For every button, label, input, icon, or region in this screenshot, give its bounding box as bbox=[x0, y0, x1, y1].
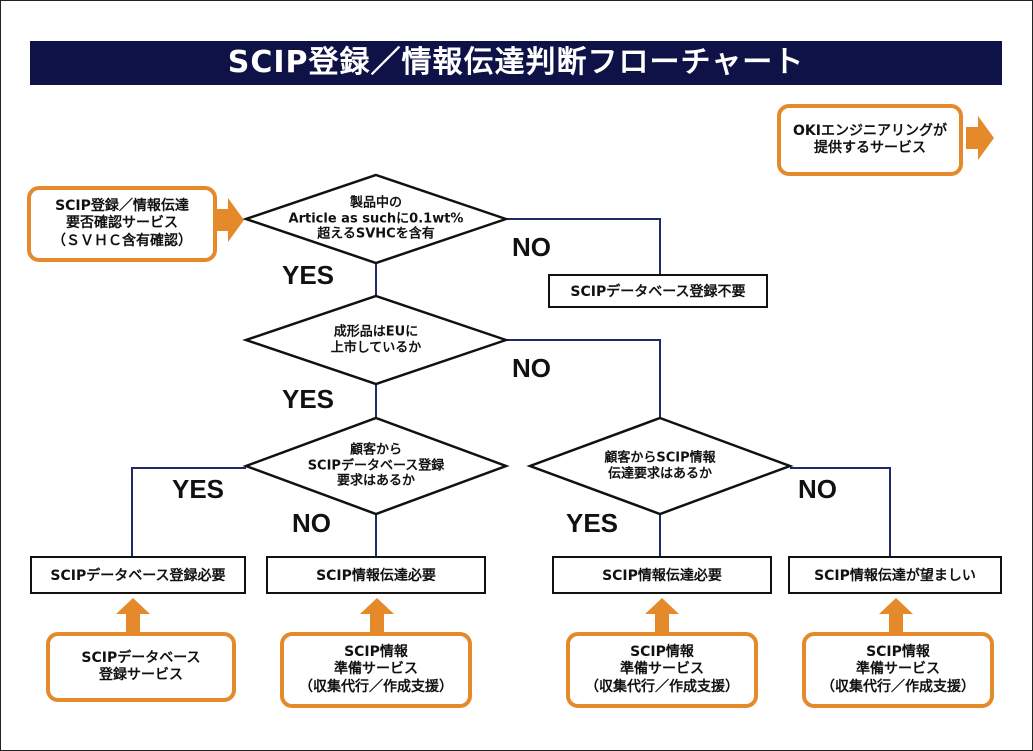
connector-d4-no bbox=[790, 467, 891, 556]
service-db-registration-text: SCIPデータベース 登録サービス bbox=[81, 649, 201, 684]
label-yes-2: YES bbox=[282, 384, 335, 414]
service-db-registration: SCIPデータベース 登録サービス bbox=[46, 632, 236, 702]
decision-d1-shape bbox=[242, 173, 510, 265]
service-info-prep-2: SCIP情報 準備サービス （収集代行／作成支援） bbox=[566, 632, 758, 708]
outcome-info-required-1: SCIP情報伝達必要 bbox=[266, 556, 486, 594]
service-info-prep-1-text: SCIP情報 準備サービス （収集代行／作成支援） bbox=[299, 643, 453, 695]
decision-d2-shape bbox=[242, 294, 510, 386]
outcome-info-desirable: SCIP情報伝達が望ましい bbox=[788, 556, 1002, 594]
page-title: SCIP登録／情報伝達判断フローチャート bbox=[30, 41, 1002, 85]
service-info-prep-2-text: SCIP情報 準備サービス （収集代行／作成支援） bbox=[585, 643, 739, 695]
entry-service-text: SCIP登録／情報伝達 要否確認サービス （ＳＶＨＣ含有確認） bbox=[52, 197, 192, 249]
decision-d1-text: 製品中の Article as suchに0.1wt% 超えるSVHCを含有 bbox=[288, 195, 464, 242]
up-arrow-icon-3 bbox=[645, 598, 679, 632]
legend-text: OKIエンジニアリングが 提供するサービス bbox=[793, 122, 947, 157]
service-info-prep-3: SCIP情報 準備サービス （収集代行／作成支援） bbox=[802, 632, 994, 708]
legend-service-box: OKIエンジニアリングが 提供するサービス bbox=[777, 104, 963, 176]
decision-d3-shape bbox=[242, 416, 510, 516]
outcome-info-required-2: SCIP情報伝達必要 bbox=[552, 556, 772, 594]
connector-d3-yes bbox=[131, 467, 246, 556]
label-yes-1: YES bbox=[282, 260, 335, 290]
entry-service-box: SCIP登録／情報伝達 要否確認サービス （ＳＶＨＣ含有確認） bbox=[27, 186, 217, 262]
label-no-1: NO bbox=[512, 232, 551, 262]
connector-d2-no bbox=[506, 339, 661, 418]
label-no-3: NO bbox=[292, 508, 331, 538]
decision-d3-text: 顧客から SCIPデータベース登録 要求はあるか bbox=[307, 442, 445, 489]
service-info-prep-1: SCIP情報 準備サービス （収集代行／作成支援） bbox=[280, 632, 472, 708]
up-arrow-icon-2 bbox=[360, 598, 394, 632]
service-info-prep-3-text: SCIP情報 準備サービス （収集代行／作成支援） bbox=[821, 643, 975, 695]
label-no-2: NO bbox=[512, 353, 551, 383]
legend-arrow-icon bbox=[966, 116, 994, 160]
up-arrow-icon-4 bbox=[879, 598, 913, 632]
label-yes-3: YES bbox=[172, 474, 225, 504]
outcome-none: SCIPデータベース登録不要 bbox=[548, 274, 768, 308]
outcome-db-required: SCIPデータベース登録必要 bbox=[30, 556, 246, 594]
connector-d1-no bbox=[506, 218, 661, 274]
up-arrow-icon-1 bbox=[116, 598, 150, 632]
label-yes-4: YES bbox=[566, 508, 619, 538]
label-no-4: NO bbox=[798, 474, 837, 504]
entry-arrow-icon bbox=[216, 198, 244, 242]
decision-d2-text: 成形品はEUに 上市しているか bbox=[330, 324, 422, 355]
decision-d4-shape bbox=[526, 416, 794, 516]
decision-d4-text: 顧客からSCIP情報 伝達要求はあるか bbox=[604, 450, 716, 481]
